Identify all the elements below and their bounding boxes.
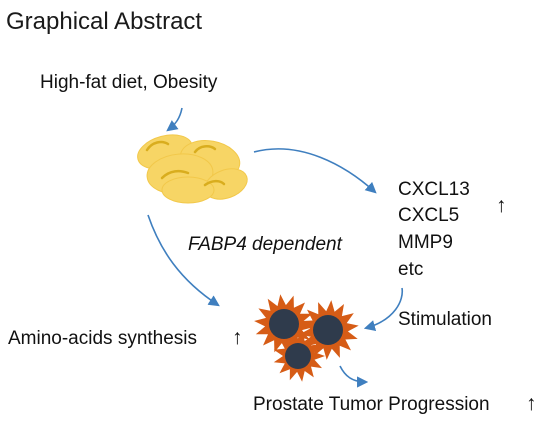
up-arrow-icon: ↑ <box>526 392 537 415</box>
tumor-nucleus <box>269 309 299 339</box>
fat-cell-cluster-icon <box>137 134 248 204</box>
cytokine-label-mmp9: MMP9 <box>398 232 453 253</box>
arrow-tumor-to-progression <box>339 365 369 388</box>
tumor-cells-icon <box>254 294 359 382</box>
up-arrow-icon: ↑ <box>496 194 507 217</box>
arrow-cytokines-to-tumor <box>363 287 404 332</box>
amino-acids-synthesis-label: Amino-acids synthesis <box>8 328 198 349</box>
tumor-nucleus <box>285 343 311 369</box>
high-fat-diet-label: High-fat diet, Obesity <box>40 72 218 93</box>
fabp4-dependent-label: FABP4 dependent <box>188 234 342 255</box>
cytokine-label-etc: etc <box>398 259 424 280</box>
arrow-diet-to-fat <box>166 107 183 132</box>
tumor-nucleus <box>313 315 343 345</box>
page-title: Graphical Abstract <box>6 8 203 35</box>
stimulation-label: Stimulation <box>398 309 492 330</box>
prostate-tumor-progression-label: Prostate Tumor Progression <box>253 394 490 415</box>
cytokine-label-cxcl5: CXCL5 <box>398 205 460 226</box>
arrow-fat-to-tumor <box>147 214 220 307</box>
up-arrow-icon: ↑ <box>232 326 243 349</box>
arrow-fat-to-cytokines <box>253 148 377 194</box>
cytokine-label-cxcl13: CXCL13 <box>398 179 470 200</box>
